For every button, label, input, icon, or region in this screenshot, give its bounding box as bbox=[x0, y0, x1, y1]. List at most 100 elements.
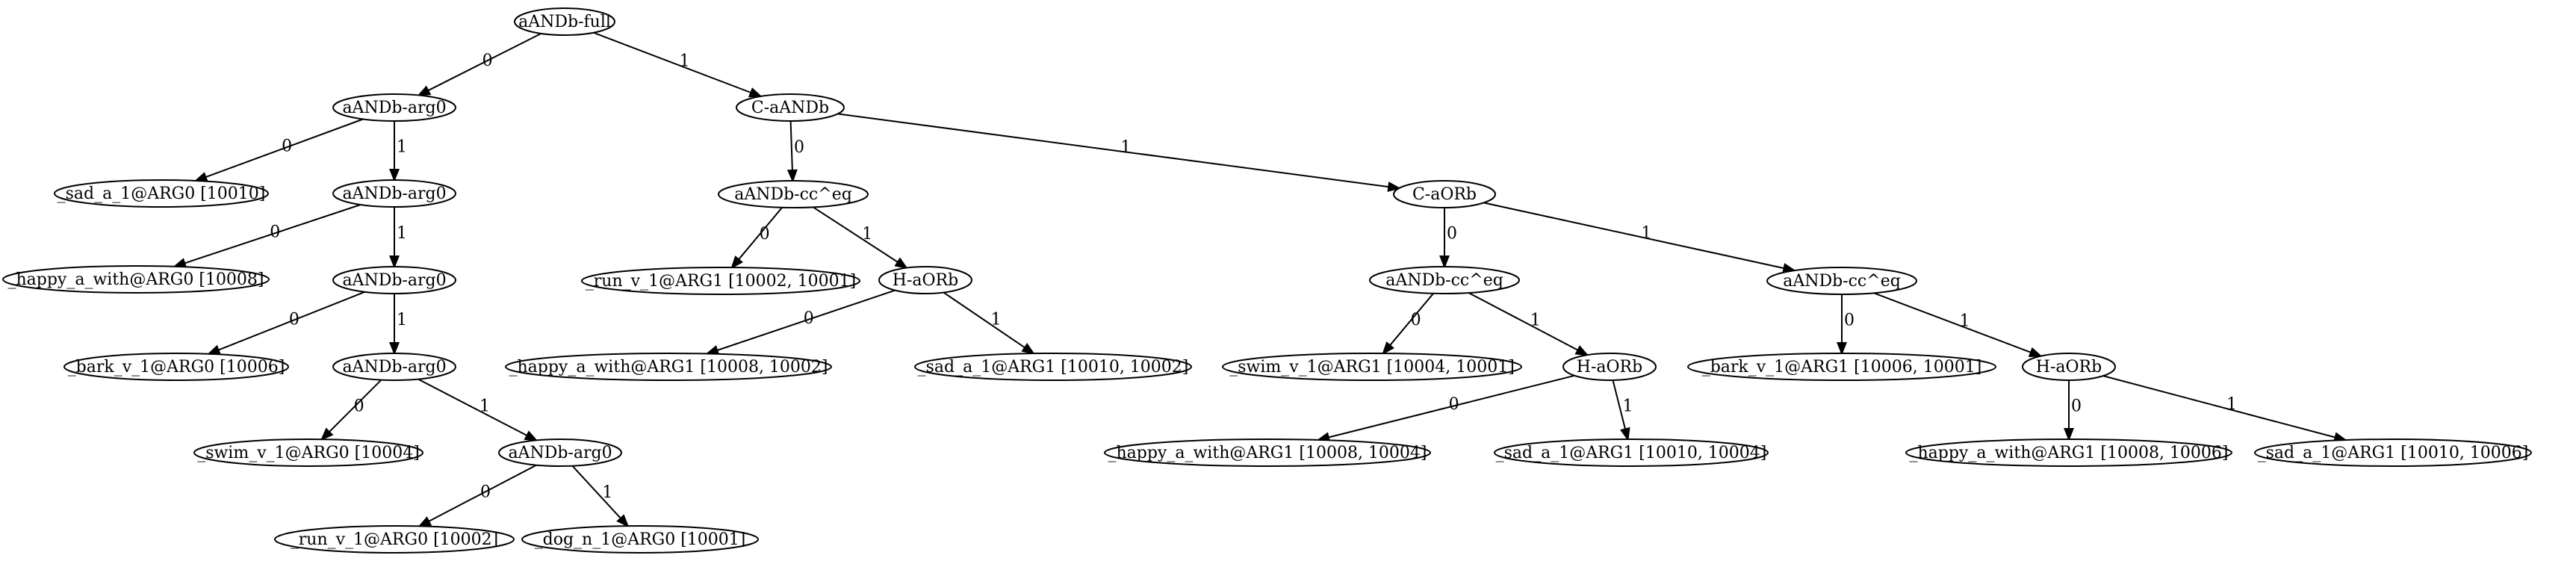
edge-line bbox=[205, 118, 364, 179]
arrowhead-icon bbox=[417, 85, 432, 96]
edge-n_horb_1-to-n_sad_arg1_10002: 1 bbox=[943, 291, 1035, 355]
edge-line bbox=[813, 206, 899, 263]
edge-line bbox=[837, 113, 1389, 188]
node-label: _run_v_1@ARG1 [10002, 10001] bbox=[586, 272, 856, 291]
node-ellipse bbox=[505, 353, 832, 381]
node-label: _swim_v_1@ARG1 [10004, 10001] bbox=[1229, 358, 1515, 376]
node-ellipse bbox=[1766, 267, 1917, 295]
node-ellipse bbox=[1369, 266, 1520, 294]
edge-n_cceq_2-to-n_horb_2: 1 bbox=[1468, 292, 1589, 356]
node-caandb: C-aANDb bbox=[736, 93, 845, 122]
edge-label: 1 bbox=[1623, 397, 1633, 416]
edge-n_cceq_2-to-n_swim_arg1: 0 bbox=[1382, 293, 1434, 356]
edge-label: 1 bbox=[991, 310, 1002, 329]
edge-label: 1 bbox=[1120, 138, 1131, 157]
node-label: aANDb-arg0 bbox=[342, 358, 446, 376]
node-run-arg0: _run_v_1@ARG0 [10002] bbox=[274, 525, 515, 554]
arrowhead-icon bbox=[2064, 428, 2074, 441]
edge-n_arg0_3-to-n_arg0_4: 1 bbox=[389, 294, 407, 356]
node-label: _dog_n_1@ARG0 [10001] bbox=[535, 530, 746, 549]
node-label: H-aORb bbox=[893, 271, 958, 290]
arrowhead-icon bbox=[418, 516, 432, 527]
node-label: _bark_v_1@ARG0 [10006] bbox=[68, 358, 285, 376]
edge-label: 0 bbox=[480, 483, 491, 502]
node-ellipse bbox=[1104, 439, 1431, 467]
node-cceq-2: aANDb-cc^eq bbox=[1369, 266, 1520, 294]
arrowhead-icon bbox=[1574, 345, 1589, 356]
node-ellipse bbox=[1562, 353, 1657, 381]
edge-n_arg0_1-to-n_arg0_2: 1 bbox=[389, 121, 407, 182]
edge-label: 0 bbox=[354, 397, 364, 415]
node-ellipse bbox=[332, 179, 456, 208]
node-horb-2: H-aORb bbox=[1562, 353, 1657, 381]
edge-line bbox=[427, 33, 541, 92]
edge-n_caandb-to-n_caorb: 1 bbox=[837, 113, 1401, 192]
node-horb-3: H-aORb bbox=[2022, 353, 2116, 381]
edge-line bbox=[716, 289, 896, 351]
node-ellipse bbox=[1905, 439, 2232, 467]
edge-label: 0 bbox=[270, 223, 280, 241]
edge-label: 1 bbox=[397, 311, 407, 329]
node-ellipse bbox=[2022, 353, 2116, 381]
node-label: _happy_a_with@ARG1 [10008, 10004] bbox=[1108, 444, 1427, 462]
edge-label: 1 bbox=[1960, 312, 1970, 331]
node-ellipse bbox=[1687, 353, 1996, 381]
arrowhead-icon bbox=[206, 344, 221, 355]
edge-label: 0 bbox=[804, 309, 814, 328]
edge-label: 0 bbox=[1844, 312, 1855, 330]
edge-line bbox=[2102, 375, 2336, 439]
node-ellipse bbox=[514, 7, 615, 36]
edge-line bbox=[329, 379, 382, 433]
node-ellipse bbox=[2254, 439, 2532, 467]
node-label: _run_v_1@ARG0 [10002] bbox=[291, 530, 498, 549]
arrowhead-icon bbox=[389, 255, 400, 269]
node-arg0-4: aANDb-arg0 bbox=[332, 353, 456, 381]
edge-n_root-to-n_arg0_1: 0 bbox=[417, 33, 541, 96]
node-label: H-aORb bbox=[2036, 358, 2102, 376]
edge-label: 0 bbox=[289, 310, 300, 329]
edge-label: 0 bbox=[1449, 395, 1459, 414]
edge-label: 0 bbox=[1447, 225, 1457, 244]
arrowhead-icon bbox=[524, 430, 539, 441]
node-label: aANDb-arg0 bbox=[508, 444, 612, 462]
edge-n_horb_3-to-n_sad_arg1_10006: 1 bbox=[2102, 375, 2347, 442]
node-arg0-5: aANDb-arg0 bbox=[498, 439, 622, 467]
edge-line bbox=[1468, 292, 1579, 351]
node-happy-arg1-10002: _happy_a_with@ARG1 [10008, 10002] bbox=[505, 353, 832, 381]
node-label: aANDb-full bbox=[518, 13, 611, 31]
edge-line bbox=[1873, 292, 2032, 353]
node-label: _sad_a_1@ARG1 [10010, 10006] bbox=[2258, 444, 2529, 462]
edge-n_arg0_1-to-n_sad_arg0: 0 bbox=[193, 118, 364, 182]
arrowhead-icon bbox=[616, 514, 630, 528]
node-swim-arg0: _swim_v_1@ARG0 [10004] bbox=[193, 439, 423, 467]
node-arg0-1: aANDb-arg0 bbox=[332, 93, 456, 122]
edge-line bbox=[1483, 202, 1784, 270]
node-arg0-2: aANDb-arg0 bbox=[332, 179, 456, 208]
edge-n_caorb-to-n_cceq_3: 1 bbox=[1483, 202, 1796, 273]
edge-n_arg0_5-to-n_dog_arg0: 1 bbox=[571, 465, 630, 528]
node-label: _sad_a_1@ARG1 [10010, 10004] bbox=[1496, 444, 1767, 462]
edge-n_root-to-n_caandb: 1 bbox=[593, 31, 763, 98]
node-label: _sad_a_1@ARG1 [10010, 10002] bbox=[918, 358, 1189, 376]
node-label: aANDb-cc^eq bbox=[734, 185, 852, 204]
edge-line bbox=[738, 207, 783, 260]
edge-n_horb_2-to-n_happy_arg1_10004: 0 bbox=[1316, 374, 1575, 442]
node-ellipse bbox=[1393, 180, 1496, 208]
node-ellipse bbox=[878, 266, 972, 294]
node-bark-arg0: _bark_v_1@ARG0 [10006] bbox=[63, 353, 289, 381]
node-happy-arg1-10004: _happy_a_with@ARG1 [10008, 10004] bbox=[1104, 439, 1431, 467]
arrowhead-icon bbox=[1837, 342, 1847, 356]
edge-line bbox=[593, 31, 751, 93]
arrowhead-icon bbox=[1439, 255, 1450, 269]
arrowhead-icon bbox=[748, 87, 763, 98]
edge-n_caorb-to-n_cceq_2: 0 bbox=[1439, 208, 1457, 269]
node-label: aANDb-arg0 bbox=[342, 271, 446, 290]
node-ellipse bbox=[332, 353, 456, 381]
edge-line bbox=[218, 291, 365, 351]
node-cceq-3: aANDb-cc^eq bbox=[1766, 267, 1917, 295]
edge-label: 1 bbox=[397, 224, 407, 243]
arrowhead-icon bbox=[1021, 343, 1035, 355]
arrowhead-icon bbox=[730, 255, 743, 270]
node-ellipse bbox=[63, 353, 289, 381]
